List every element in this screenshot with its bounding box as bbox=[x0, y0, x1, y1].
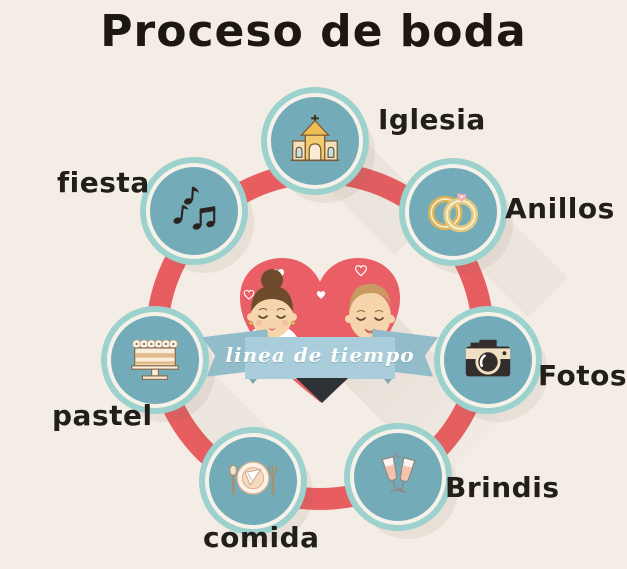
node-fotos bbox=[440, 312, 536, 408]
banner-left-fold bbox=[246, 375, 260, 384]
music-notes-icon bbox=[173, 186, 216, 230]
champagne-glasses-icon bbox=[381, 452, 416, 493]
label-iglesia: Iglesia bbox=[378, 103, 486, 136]
node-fiesta bbox=[146, 163, 242, 259]
timeline-banner bbox=[245, 337, 395, 379]
node-pastel bbox=[107, 312, 203, 408]
node-brindis bbox=[350, 429, 446, 525]
banner-right-fold bbox=[381, 375, 395, 384]
label-fotos: Fotos bbox=[538, 359, 627, 392]
ring-gem bbox=[456, 193, 467, 202]
camera-icon bbox=[465, 339, 511, 377]
node-anillos bbox=[405, 164, 501, 260]
label-comida: comida bbox=[203, 521, 320, 554]
church-icon bbox=[290, 114, 340, 162]
place-setting-icon bbox=[229, 461, 277, 495]
cake-icon bbox=[131, 339, 179, 380]
wedding-rings-icon bbox=[427, 193, 479, 233]
label-pastel: pastel bbox=[52, 399, 153, 432]
heart-bottom-tip bbox=[296, 378, 348, 403]
label-fiesta: fiesta bbox=[57, 166, 150, 199]
label-anillos: Anillos bbox=[505, 192, 615, 225]
page-title: Proceso de boda bbox=[100, 6, 527, 57]
timeline-banner-label: linea de tiempo bbox=[225, 343, 415, 367]
node-comida bbox=[205, 433, 301, 529]
label-brindis: Brindis bbox=[445, 471, 560, 504]
node-iglesia bbox=[267, 93, 363, 189]
